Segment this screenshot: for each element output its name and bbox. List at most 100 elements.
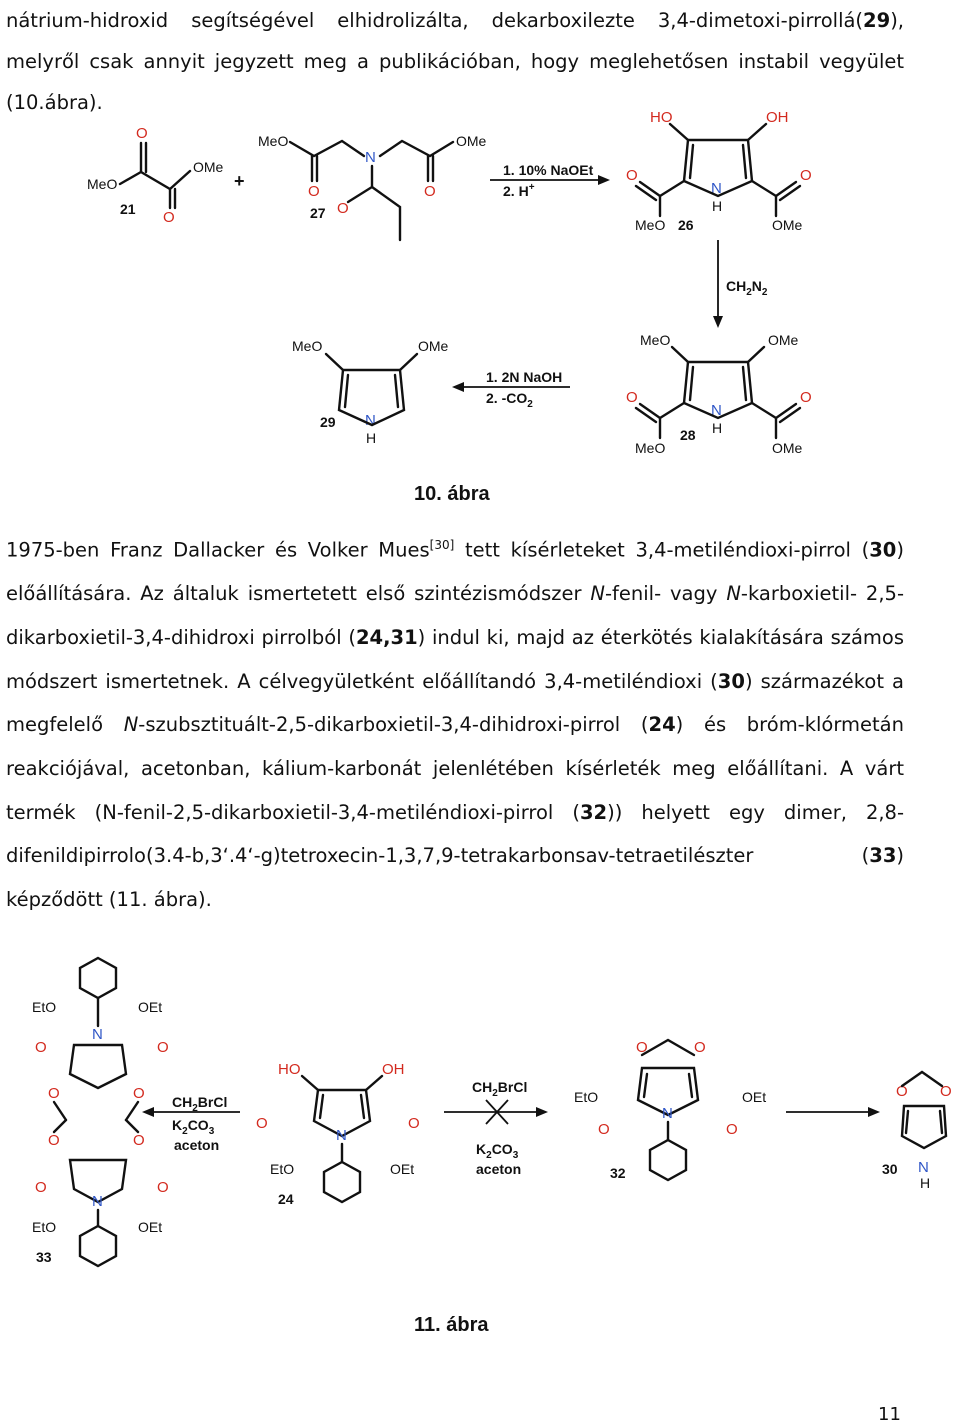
svg-text:OMe: OMe (772, 217, 803, 233)
compound-ref-29: 29 (863, 9, 891, 32)
reaction-arrow-1: 1. 10% NaOEt 2. H+ (490, 162, 610, 199)
reaction-scheme-10: MeO O O OMe 21 + MeO OMe N O O O 27 1. 1… (87, 109, 812, 456)
plus-sign: + (234, 171, 245, 191)
compound-29: MeO OMe N H 29 (292, 338, 449, 446)
svg-text:O: O (940, 1083, 952, 1100)
compound-30: O O N H 30 (882, 1070, 952, 1191)
svg-text:O: O (424, 183, 436, 200)
label-24: 24 (278, 1191, 294, 1207)
figure-11-caption: 11. ábra (414, 1314, 489, 1336)
compound-21: MeO O O OMe 21 (87, 125, 224, 226)
label-32: 32 (610, 1165, 626, 1181)
svg-text:HO: HO (278, 1061, 301, 1078)
svg-text:EtO: EtO (32, 999, 56, 1015)
label-26: 26 (678, 217, 694, 233)
svg-text:OEt: OEt (138, 1219, 162, 1235)
svg-text:O: O (48, 1132, 60, 1149)
svg-text:CH2BrCl: CH2BrCl (172, 1094, 227, 1114)
compound-33: N EtO OEt O O O O O O N EtO OEt O O 33 (32, 956, 169, 1268)
svg-text:OEt: OEt (138, 999, 162, 1015)
svg-text:OMe: OMe (772, 440, 803, 456)
svg-text:O: O (694, 1039, 706, 1056)
compound-26: HO OH N H O O MeO OMe 26 (626, 109, 812, 233)
svg-text:N: N (662, 1105, 673, 1122)
svg-text:N: N (918, 1159, 929, 1176)
svg-text:N: N (336, 1127, 347, 1144)
reaction-scheme-11: N EtO OEt O O O O O O N EtO OEt O O 33 C… (32, 956, 952, 1268)
svg-text:O: O (35, 1179, 47, 1196)
page-number: 11 (878, 1404, 901, 1425)
reaction-arrow-3: 1. 2N NaOH 2. -CO2 (452, 369, 570, 410)
svg-text:O: O (800, 167, 812, 184)
svg-text:O: O (896, 1083, 908, 1100)
svg-text:O: O (598, 1121, 610, 1138)
svg-text:OMe: OMe (768, 332, 799, 348)
intro-paragraph: nátrium-hidroxid segítségével elhidroliz… (6, 0, 904, 123)
reaction-arrow-2: CH2N2 (713, 240, 768, 328)
reaction-arrow-6 (786, 1107, 880, 1117)
svg-text:H: H (366, 430, 376, 446)
svg-text:O: O (35, 1039, 47, 1056)
svg-text:O: O (308, 183, 320, 200)
svg-text:MeO: MeO (635, 217, 665, 233)
svg-text:H: H (712, 420, 722, 436)
svg-text:N: N (711, 180, 722, 197)
svg-text:aceton: aceton (476, 1161, 521, 1177)
svg-text:N: N (365, 412, 376, 429)
svg-text:O: O (726, 1121, 738, 1138)
svg-text:EtO: EtO (32, 1219, 56, 1235)
svg-text:2. H+: 2. H+ (503, 182, 535, 199)
svg-text:O: O (157, 1179, 169, 1196)
label-33: 33 (36, 1249, 52, 1265)
svg-text:N: N (365, 149, 376, 166)
svg-text:OEt: OEt (390, 1161, 414, 1177)
svg-text:K2CO3: K2CO3 (172, 1117, 215, 1137)
svg-text:OEt: OEt (742, 1089, 766, 1105)
svg-text:MeO: MeO (640, 332, 670, 348)
svg-text:OMe: OMe (193, 159, 224, 175)
label-28: 28 (680, 427, 696, 443)
svg-text:CH2BrCl: CH2BrCl (472, 1079, 527, 1099)
label-21: 21 (120, 201, 136, 217)
reaction-arrow-4: CH2BrCl K2CO3 aceton (142, 1094, 240, 1153)
intro-text-2: ), melyről csak annyit jegyzett meg a pu… (6, 9, 904, 114)
svg-text:O: O (337, 200, 349, 217)
compound-28: MeO OMe N H O O MeO OMe 28 (626, 332, 812, 456)
svg-text:O: O (626, 167, 638, 184)
svg-text:OMe: OMe (456, 133, 487, 149)
svg-text:K2CO3: K2CO3 (476, 1141, 519, 1161)
compound-27: MeO OMe N O O O 27 (258, 133, 487, 242)
svg-text:O: O (256, 1115, 268, 1132)
svg-text:CH2N2: CH2N2 (726, 278, 768, 298)
svg-text:MeO: MeO (87, 176, 117, 192)
label-27: 27 (310, 205, 326, 221)
svg-text:HO: HO (650, 109, 673, 126)
reaction-arrow-5-failed: CH2BrCl K2CO3 aceton (444, 1079, 548, 1177)
svg-text:O: O (163, 209, 175, 226)
svg-text:O: O (800, 389, 812, 406)
main-paragraph: 1975-ben Franz Dallacker és Volker Mues[… (6, 538, 905, 912)
svg-text:N: N (711, 402, 722, 419)
svg-text:MeO: MeO (258, 133, 288, 149)
svg-text:EtO: EtO (270, 1161, 294, 1177)
figure-10-caption: 10. ábra (414, 483, 490, 505)
svg-text:O: O (136, 125, 148, 142)
svg-text:2. -CO2: 2. -CO2 (486, 390, 533, 410)
svg-text:O: O (636, 1039, 648, 1056)
svg-text:N: N (92, 1193, 103, 1210)
compound-32: O O N EtO OEt O O 32 (574, 1038, 766, 1182)
svg-text:OH: OH (382, 1061, 405, 1078)
svg-text:1. 10% NaOEt: 1. 10% NaOEt (503, 162, 594, 178)
citation-30: [30] (429, 538, 455, 552)
intro-text-1: nátrium-hidroxid segítségével elhidroliz… (6, 9, 864, 32)
svg-text:O: O (133, 1132, 145, 1149)
svg-text:1. 2N NaOH: 1. 2N NaOH (486, 369, 562, 385)
svg-text:O: O (157, 1039, 169, 1056)
compound-24: HO OH N O O EtO OEt 24 (256, 1061, 420, 1207)
svg-text:MeO: MeO (292, 338, 322, 354)
svg-text:O: O (48, 1085, 60, 1102)
svg-text:aceton: aceton (174, 1137, 219, 1153)
label-29: 29 (320, 414, 336, 430)
label-30: 30 (882, 1161, 898, 1177)
svg-text:O: O (626, 389, 638, 406)
